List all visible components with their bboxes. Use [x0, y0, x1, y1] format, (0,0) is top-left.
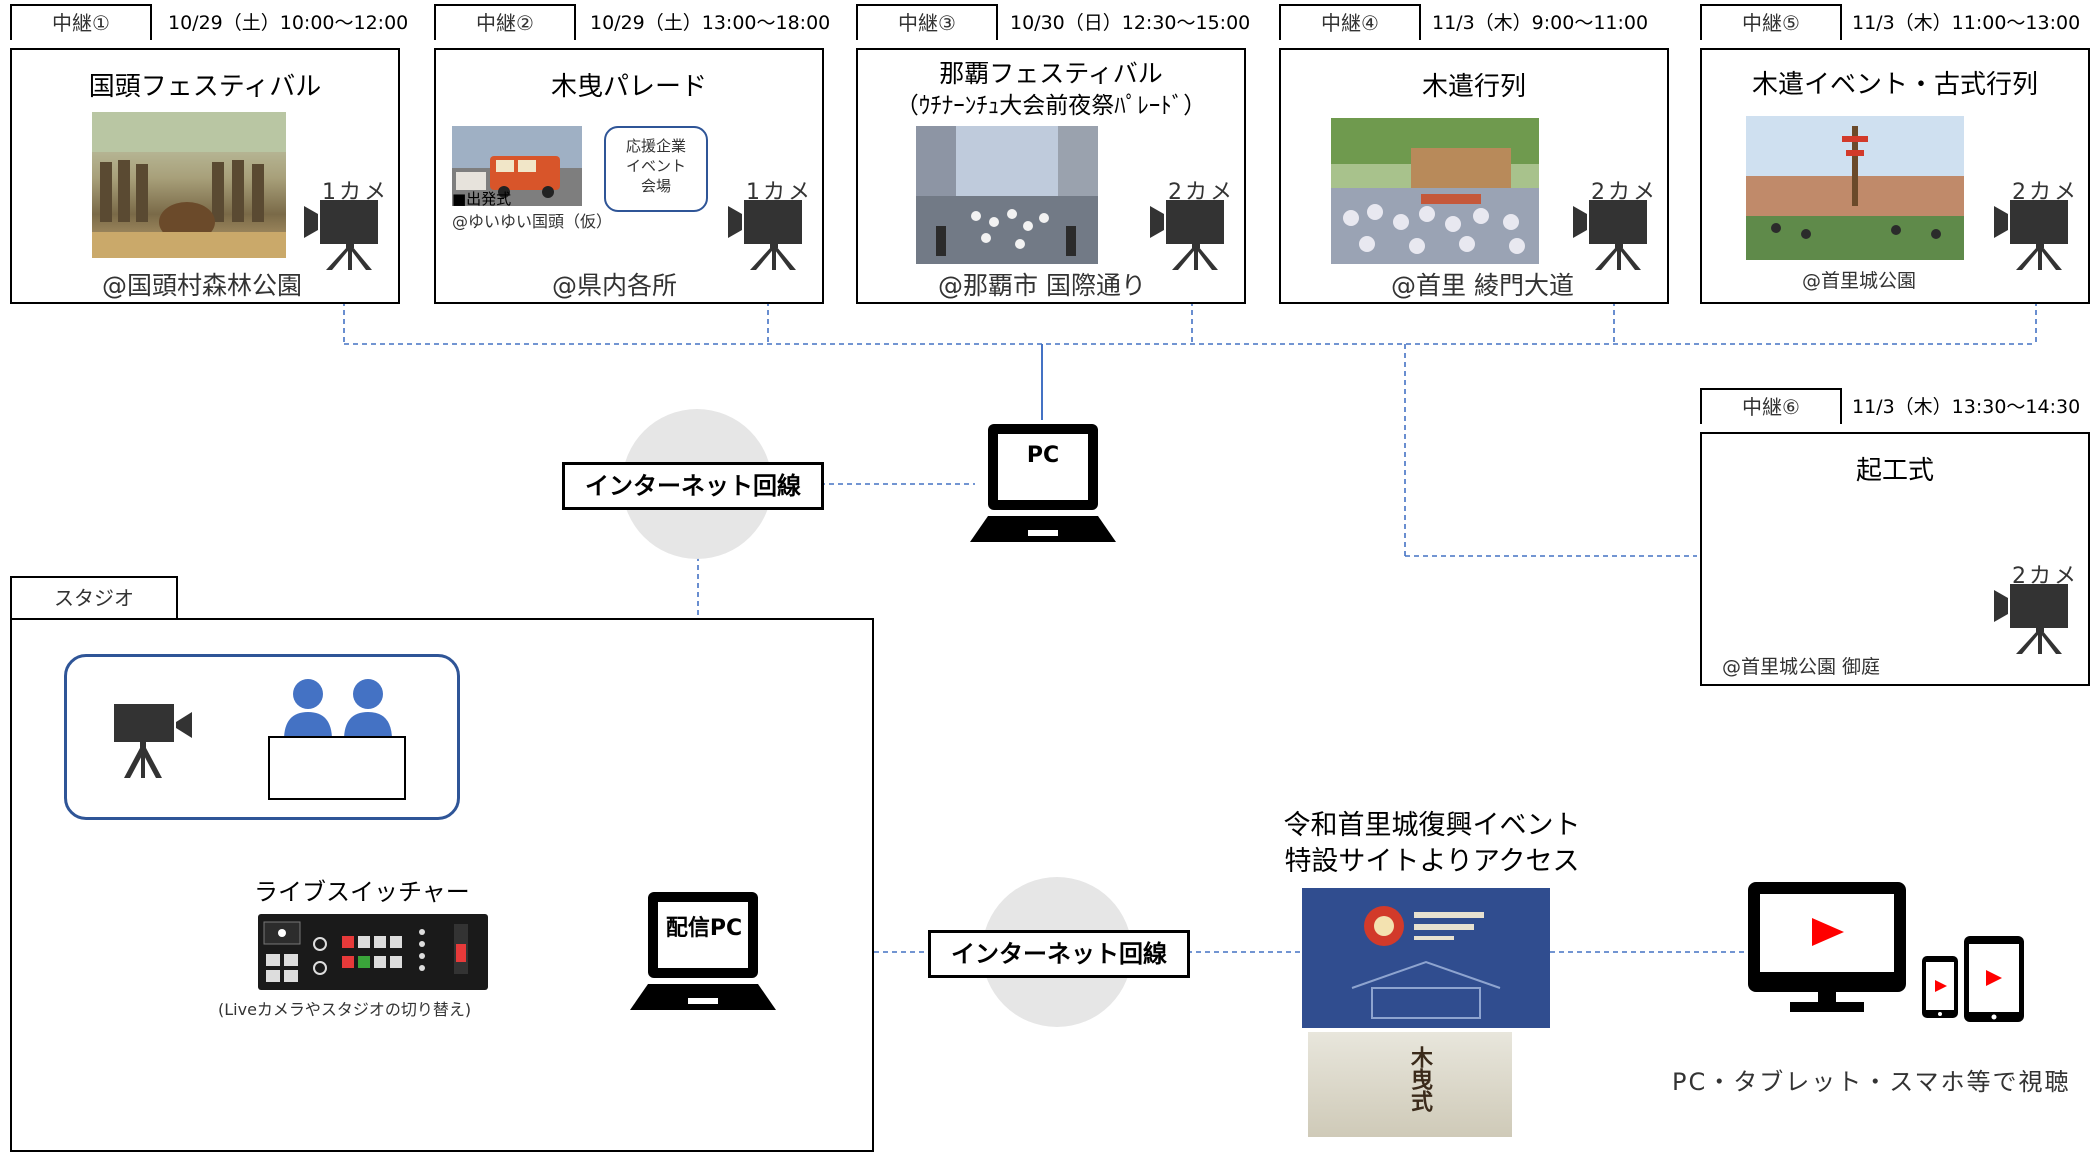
relay-4-tab: 中継④ — [1279, 4, 1421, 40]
relay-6-location: @首里城公園 御庭 — [1722, 656, 1881, 678]
relay-2-photo-caption: ■出発式 — [452, 190, 512, 208]
camera-icon — [1994, 584, 2068, 654]
relay-3-title: 那覇フェスティバル — [939, 59, 1163, 88]
relay-1-tab: 中継① — [10, 4, 152, 40]
relay-2-tab: 中継② — [434, 4, 576, 40]
smartphone-icon — [1922, 956, 1958, 1018]
person-icon — [284, 679, 332, 740]
tablet-icon — [1964, 936, 2024, 1022]
site-heading-line2: 特設サイトよりアクセス — [1284, 846, 1580, 877]
relay-2-photo — [452, 126, 582, 206]
camera-icon — [1150, 200, 1224, 270]
relay-3-location: @那覇市 国際通り — [938, 271, 1146, 300]
monitor-icon — [1748, 882, 1906, 1012]
studio-tab: スタジオ — [10, 576, 178, 618]
relay-5-photo — [1746, 116, 1964, 260]
relay-6-title: 起工式 — [1855, 456, 1934, 486]
relay-5-date: 11/3（木）11:00～13:00 — [1852, 12, 2081, 34]
viewers-label: PC・タブレット・スマホ等で視聴 — [1672, 1068, 2071, 1096]
relay-5-tab: 中継⑤ — [1700, 4, 1842, 40]
relay-1-location: @国頭村森林公園 — [102, 271, 303, 300]
relay-5-location: @首里城公園 — [1802, 270, 1917, 292]
camera-icon — [728, 200, 802, 270]
relay-2-location: @県内各所 — [552, 271, 678, 300]
pc-icon — [630, 892, 776, 1010]
site-poster-image: 木曳式 — [1308, 1032, 1512, 1137]
sponsor-note-line: 会場 — [640, 177, 671, 195]
camera-icon — [1994, 200, 2068, 270]
site-banner-image — [1302, 888, 1550, 1028]
relay-3-subtitle: （ｳﾁﾅｰﾝﾁｭ大会前夜祭ﾊﾟﾚｰﾄﾞ） — [895, 93, 1207, 119]
studio-desk — [268, 736, 406, 800]
relay-5-box: 木遣イベント・古式行列 2カメ @首里城公園 — [1700, 48, 2090, 304]
switcher-note: (Liveカメラやスタジオの切り替え) — [218, 1000, 472, 1019]
relay-1-box: 国頭フェスティバル 1カメ @国頭村森林公園 — [10, 48, 400, 304]
switcher-label: ライブスイッチャー — [254, 878, 470, 906]
relay-3-box: 那覇フェスティバル （ｳﾁﾅｰﾝﾁｭ大会前夜祭ﾊﾟﾚｰﾄﾞ） 2カメ @那覇市 … — [856, 48, 1246, 304]
relay-5-title: 木遣イベント・古式行列 — [1751, 70, 2038, 100]
site-heading-line1: 令和首里城復興イベント — [1283, 810, 1581, 841]
relay-2-box: 木曳パレード ■出発式 @ゆいゆい国頭（仮） 応援企業 イベント 会場 1カメ … — [434, 48, 824, 304]
relay-1-photo — [92, 112, 286, 258]
camera-icon — [1573, 200, 1647, 270]
relay-6-box: 起工式 2カメ @首里城公園 御庭 — [1700, 432, 2090, 686]
relay-3-date: 10/30（日）12:30～15:00 — [1010, 12, 1251, 34]
relay-6-tab: 中継⑥ — [1700, 388, 1842, 424]
network-pc-label: PC — [1026, 443, 1060, 468]
relay-1-title: 国頭フェスティバル — [88, 72, 322, 102]
relay-4-box: 木遣行列 2カメ @首里 綾門大道 — [1279, 48, 1669, 304]
relay-6-date: 11/3（木）13:30～14:30 — [1852, 396, 2081, 418]
pc-icon — [970, 424, 1116, 542]
relay-1-date: 10/29（土）10:00～12:00 — [168, 12, 409, 34]
relay-2-title: 木曳パレード — [550, 72, 707, 102]
stream-pc-label: 配信PC — [665, 916, 743, 941]
relay-4-title: 木遣行列 — [1421, 72, 1526, 102]
internet-line-bottom: インターネット回線 — [928, 930, 1190, 978]
relay-2-photo-place: @ゆいゆい国頭（仮） — [452, 212, 613, 231]
relay-3-photo — [916, 126, 1098, 264]
switcher-icon — [258, 914, 488, 990]
play-icon — [1812, 918, 1844, 946]
person-icon — [344, 679, 392, 740]
relay-3-tab: 中継③ — [856, 4, 998, 40]
relay-4-photo — [1331, 118, 1539, 264]
site-heading: 令和首里城復興イベント 特設サイトよりアクセス — [1262, 808, 1602, 880]
internet-line-top: インターネット回線 — [562, 462, 824, 510]
relay-2-date: 10/29（土）13:00～18:00 — [590, 12, 831, 34]
sponsor-note-line: イベント — [625, 157, 686, 175]
camera-icon — [114, 704, 192, 778]
sponsor-note-box: 応援企業 イベント 会場 — [604, 126, 708, 212]
poster-title: 木曳式 — [1407, 1046, 1433, 1112]
sponsor-note-line: 応援企業 — [625, 137, 686, 155]
relay-4-date: 11/3（木）9:00～11:00 — [1432, 12, 1649, 34]
camera-icon — [304, 200, 378, 270]
relay-4-location: @首里 綾門大道 — [1391, 271, 1574, 300]
